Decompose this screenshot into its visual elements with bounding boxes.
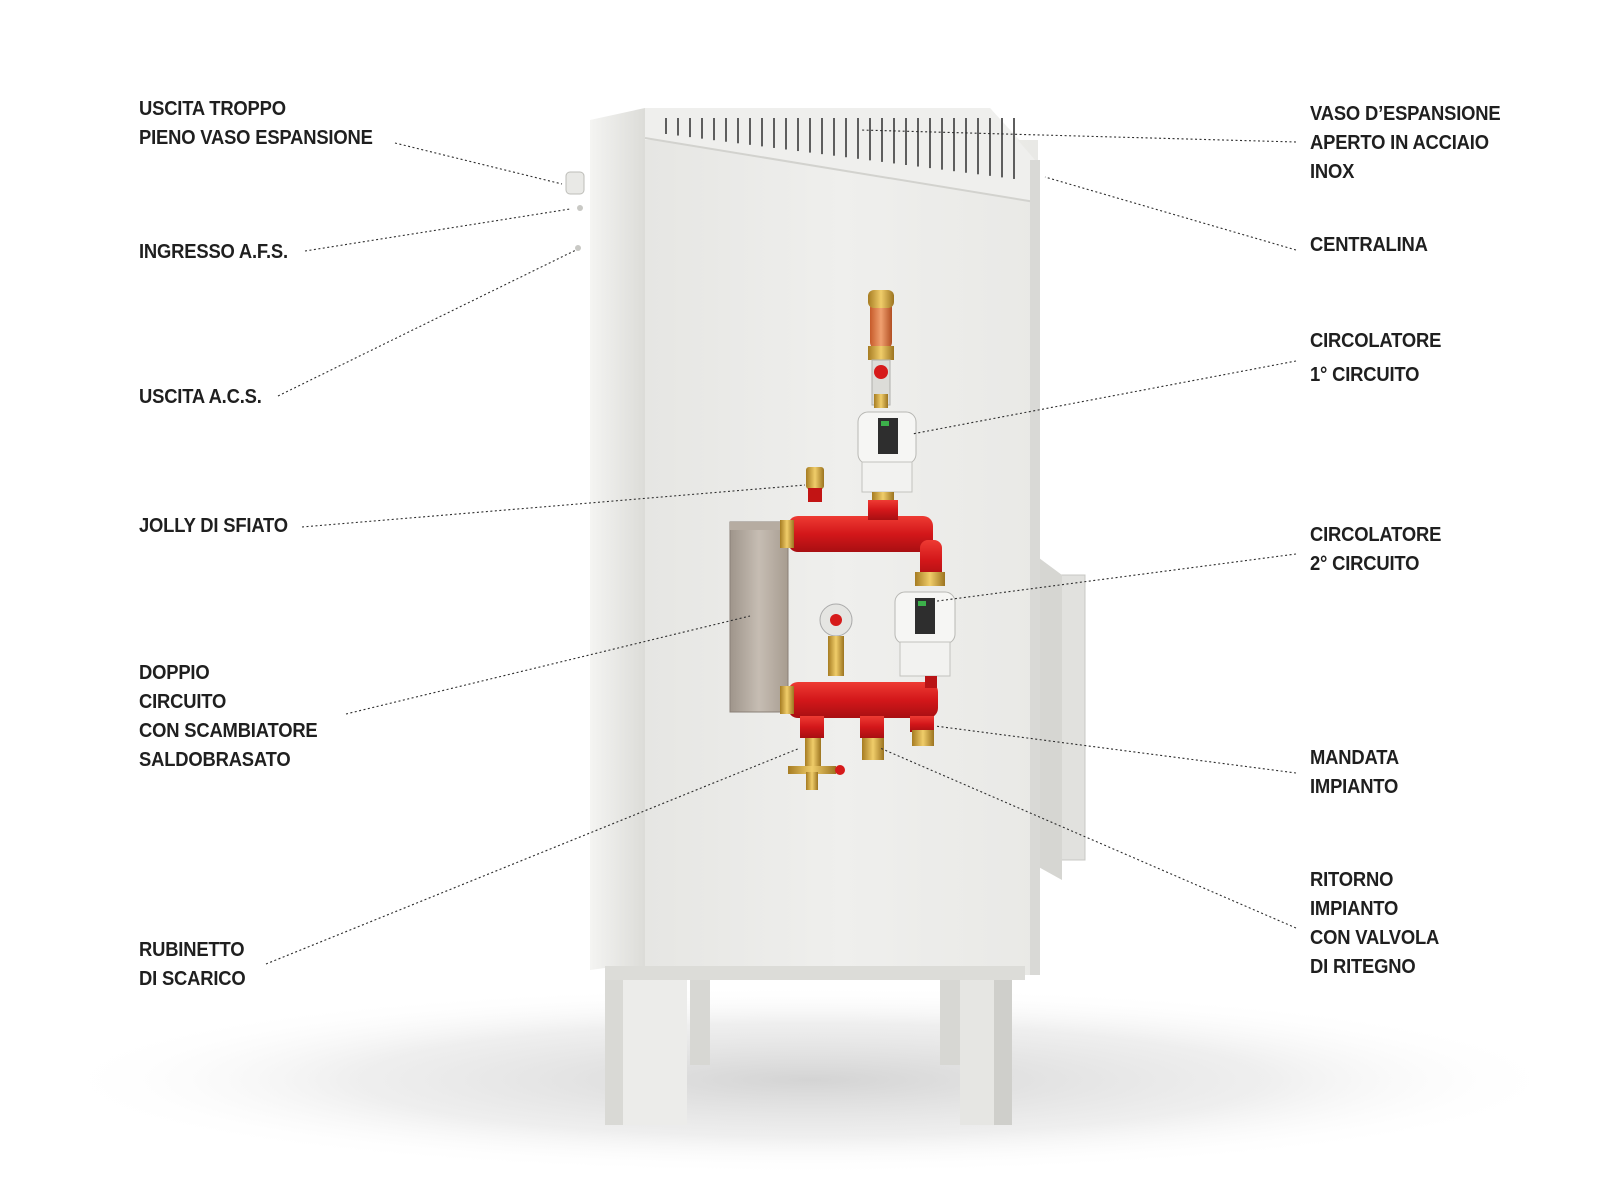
leader-uscita-acs [277, 249, 577, 397]
leader-doppio-circuito [345, 615, 751, 715]
label-uscita-acs: USCITA A.C.S. [139, 386, 262, 408]
label-ritorno-impianto: RITORNO IMPIANTO CON VALVOLA DI RITEGNO [1310, 869, 1440, 978]
drain-tap [788, 738, 845, 790]
label-centralina: CENTRALINA [1310, 234, 1428, 256]
legs [605, 975, 1012, 1125]
heat-exchanger [729, 521, 789, 713]
leader-circolatore-1 [911, 360, 1297, 435]
label-doppio-circuito: DOPPIO CIRCUITO CON SCAMBIATORE SALDOBRA… [139, 662, 318, 771]
leader-vaso-espansione [859, 129, 1297, 143]
label-ingresso-afs: INGRESSO A.F.S. [139, 241, 288, 263]
label-circolatore-2: CIRCOLATORE 2° CIRCUITO [1310, 524, 1442, 575]
leader-rubinetto-scarico [265, 747, 801, 965]
center-valve [819, 603, 853, 676]
upper-manifold [780, 500, 945, 586]
leader-lines [265, 129, 1297, 965]
leader-jolly-sfiato [301, 484, 806, 528]
side-fittings [565, 171, 585, 251]
label-jolly-sfiato: JOLLY DI SFIATO [139, 515, 288, 537]
label-rubinetto-scarico: RUBINETTO DI SCARICO [139, 939, 246, 990]
label-vaso-espansione: VASO D’ESPANSIONE APERTO IN ACCIAIO INOX [1310, 103, 1501, 183]
lower-manifold [780, 676, 938, 760]
leader-centralina [1044, 176, 1297, 251]
circuit-1-piping [868, 290, 894, 408]
leader-ingresso-afs [304, 208, 571, 252]
label-circolatore-1: CIRCOLATORE 1° CIRCUITO [1310, 330, 1442, 386]
label-mandata-impianto: MANDATA IMPIANTO [1310, 747, 1399, 798]
circulator-1 [857, 411, 917, 504]
leader-ritorno-impianto [879, 747, 1297, 929]
leader-uscita-troppo-pieno [394, 142, 563, 185]
label-uscita-troppo-pieno: USCITA TROPPO PIENO VASO ESPANSIONE [139, 98, 373, 149]
leader-mandata-impianto [934, 725, 1297, 774]
jolly-vent [806, 467, 824, 502]
circulator-2 [894, 591, 956, 677]
vent-slots [665, 118, 1015, 179]
leader-circolatore-2 [929, 553, 1297, 603]
